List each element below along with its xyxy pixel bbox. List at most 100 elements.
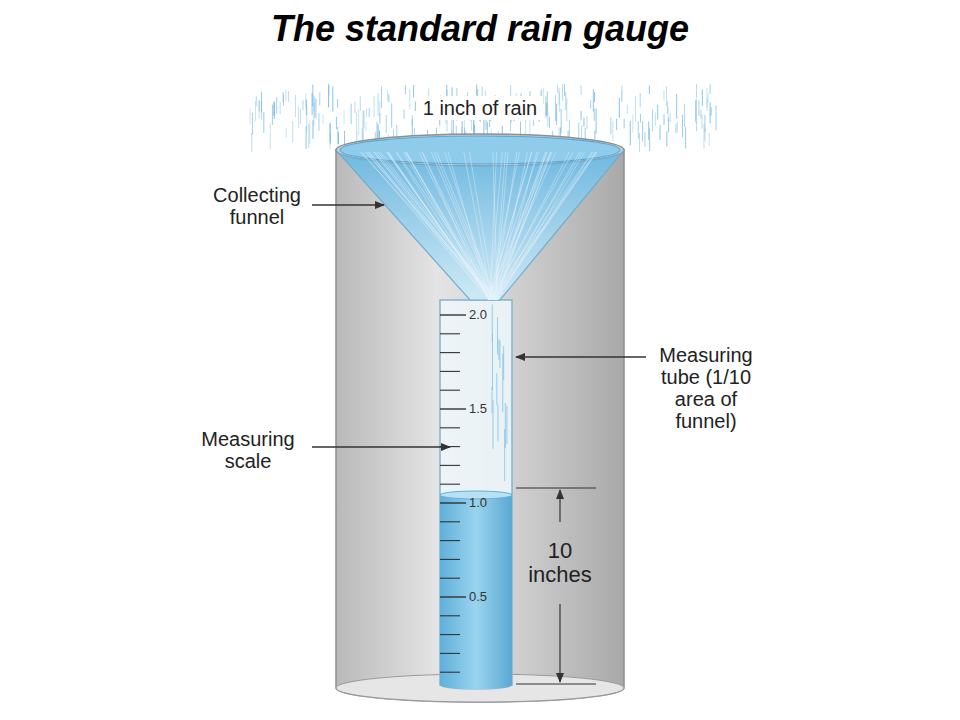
- falling-drop: [504, 429, 505, 481]
- rain-streak: [308, 124, 309, 148]
- dimension-label: 10 inches: [520, 539, 600, 587]
- rain-streak: [366, 122, 367, 132]
- rain-streak: [586, 116, 587, 129]
- funnel-stream: [366, 152, 492, 300]
- rain-streak: [313, 103, 314, 125]
- rain-streak: [677, 122, 678, 133]
- funnel-stream: [489, 152, 519, 300]
- rain-streak: [702, 89, 703, 106]
- dimension-line: [516, 487, 596, 488]
- funnel-stream: [437, 152, 497, 300]
- measuring-scale-ticks: [440, 315, 466, 672]
- funnel-stream: [431, 152, 494, 300]
- rain-streak: [386, 115, 387, 133]
- rain-streak: [649, 128, 650, 151]
- rain-streak: [328, 84, 329, 107]
- rain-streak: [630, 121, 631, 146]
- rain-streak: [707, 98, 708, 108]
- dimension-arrow: [559, 490, 560, 522]
- scale-number: 0.5: [469, 590, 487, 604]
- funnel-stream: [493, 152, 595, 300]
- scale-tick: [440, 559, 460, 560]
- rain-streak: [259, 101, 260, 112]
- falling-drop: [506, 406, 507, 444]
- rain-streak: [578, 122, 579, 139]
- scale-tick: [440, 314, 466, 315]
- scale-tick: [440, 465, 460, 466]
- rain-streak: [259, 99, 260, 118]
- rain-streak: [369, 108, 370, 118]
- scale-number: 1.0: [469, 496, 487, 510]
- rain-streak: [476, 84, 477, 95]
- diagram-title: The standard rain gauge: [271, 8, 689, 50]
- leader-line: [312, 204, 384, 205]
- rain-streak: [594, 109, 595, 121]
- rain-streak: [415, 102, 416, 111]
- rain-streak: [292, 121, 293, 142]
- rain-streak: [354, 102, 355, 114]
- rain-streak: [283, 95, 284, 106]
- rain-amount-label: 1 inch of rain: [417, 96, 544, 120]
- scale-tick: [440, 371, 460, 372]
- funnel-stream: [445, 152, 495, 300]
- funnel-stream: [490, 152, 497, 300]
- rain-streak: [562, 84, 563, 101]
- rain-streak: [337, 127, 338, 144]
- rain-streak: [319, 92, 320, 105]
- scale-tick: [440, 502, 466, 503]
- funnel-stream: [492, 152, 569, 300]
- rain-streak: [696, 84, 697, 98]
- rain-streak: [413, 85, 414, 98]
- rain-streak: [565, 92, 566, 110]
- rain-streak: [583, 118, 584, 127]
- rain-streak: [252, 113, 253, 135]
- rain-streak: [664, 90, 665, 100]
- funnel-stream: [497, 152, 593, 300]
- part-label: Measuring tube (1/10 area of funnel): [650, 344, 762, 432]
- rain-streak: [405, 85, 406, 94]
- rain-streak: [280, 102, 281, 114]
- rain-streak: [387, 90, 388, 100]
- rain-streak: [557, 84, 558, 92]
- falling-water: [360, 152, 597, 481]
- rain-streak: [716, 105, 717, 130]
- falling-drop: [492, 333, 493, 389]
- rain-streak: [594, 131, 595, 140]
- scale-tick: [440, 390, 460, 391]
- collecting-funnel: [336, 150, 624, 300]
- rain-streak: [708, 93, 709, 103]
- rain-streak: [627, 105, 628, 115]
- falling-drop: [499, 340, 500, 368]
- rain-streak: [644, 132, 645, 147]
- falling-drop: [492, 304, 493, 341]
- scale-tick: [440, 578, 460, 579]
- funnel-stream: [490, 152, 593, 300]
- rain-streak: [309, 120, 310, 143]
- rain-streak: [685, 127, 686, 148]
- rain-streak: [286, 128, 287, 137]
- rain-streak: [696, 99, 697, 123]
- rain-streak: [332, 87, 333, 112]
- rain-streak: [378, 93, 379, 116]
- rain-streak: [596, 109, 597, 134]
- rain-streak: [619, 98, 620, 118]
- falling-drop: [497, 317, 498, 355]
- rain-streak: [704, 115, 705, 132]
- scale-tick: [440, 333, 460, 334]
- funnel-stream: [490, 152, 556, 300]
- rain-streak: [545, 96, 546, 118]
- scale-tick: [440, 672, 460, 673]
- rain-streak: [298, 107, 299, 129]
- rain-streak: [351, 104, 352, 124]
- funnel-stream: [404, 152, 490, 300]
- rain-streak: [566, 99, 567, 121]
- rain-streak: [409, 89, 410, 109]
- rain-streak: [559, 92, 560, 112]
- rain-streak: [255, 101, 256, 122]
- scale-tick: [440, 484, 460, 485]
- scale-tick: [440, 540, 460, 541]
- rain-streak: [701, 114, 702, 128]
- rain-streak: [263, 112, 264, 133]
- funnel-stream: [495, 152, 597, 300]
